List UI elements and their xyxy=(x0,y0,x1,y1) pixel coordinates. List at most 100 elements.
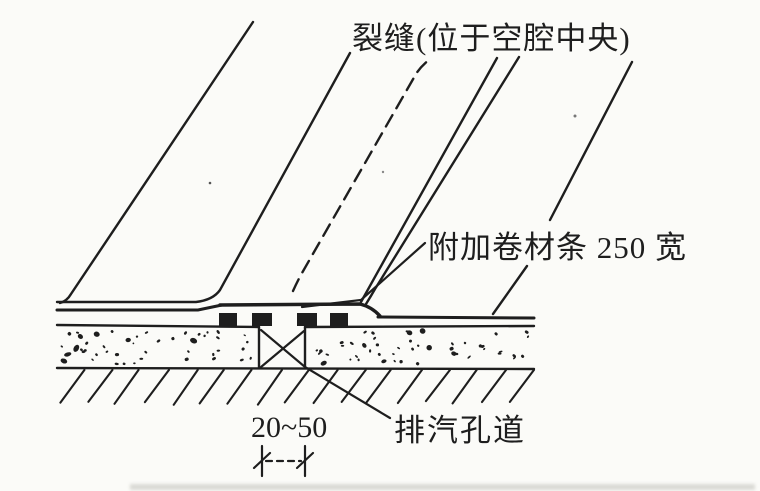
hatch-line xyxy=(256,368,283,406)
vent-leader-line xyxy=(259,328,392,420)
stipple-dot xyxy=(60,345,64,348)
stipple-dot xyxy=(114,352,120,357)
hatch-line xyxy=(113,368,140,405)
hatch-line xyxy=(59,368,86,404)
stipple-dot xyxy=(449,346,454,351)
stipple-dot xyxy=(67,332,72,336)
stipple-dot xyxy=(105,350,109,353)
stipple-dot xyxy=(397,346,401,350)
stipple-dot xyxy=(377,352,381,356)
stipple-dot xyxy=(77,334,83,339)
stipple-dot xyxy=(241,347,245,351)
bond-block xyxy=(297,313,317,326)
stipple-dot xyxy=(125,337,131,343)
scan-artifacts xyxy=(130,114,755,490)
stipple-dot xyxy=(139,357,144,360)
stipple-dot xyxy=(212,352,215,357)
sheet-line-right-lower xyxy=(491,264,529,316)
stipple-dot xyxy=(467,355,471,359)
hatch-line xyxy=(451,368,478,405)
stipple-dot xyxy=(375,343,380,347)
bond-block xyxy=(219,313,237,326)
stipple-dot xyxy=(371,331,375,335)
sheet-line-right-upper xyxy=(548,60,634,222)
hatch-line xyxy=(480,368,508,404)
dimension-slash-left xyxy=(252,451,272,470)
stipple-dot xyxy=(133,362,136,365)
stipple-dot xyxy=(212,357,216,361)
hatch-line xyxy=(87,368,114,403)
stipple-dot xyxy=(451,342,454,346)
stipple-dot xyxy=(144,350,148,354)
stipple-dot xyxy=(362,342,367,348)
stipple-dot xyxy=(187,350,190,353)
stipple-dot xyxy=(315,349,319,352)
hatch-line xyxy=(312,368,339,405)
base-membrane-left xyxy=(55,303,224,312)
stipple-dot xyxy=(497,352,502,355)
strip-leader-line xyxy=(300,241,427,309)
hatch-line xyxy=(396,368,423,405)
stipple-dot xyxy=(524,330,529,334)
raised-strip-line xyxy=(218,302,382,318)
stipple-dot xyxy=(480,344,485,348)
bond-block xyxy=(330,313,348,326)
hatch-line xyxy=(172,368,199,406)
stipple-dot xyxy=(415,362,420,366)
hatch-line xyxy=(198,368,225,405)
stipple-dot xyxy=(135,335,139,338)
stipple-dot xyxy=(156,339,161,343)
stipple-dot xyxy=(349,358,352,361)
vent-channel-cross-and-leader xyxy=(259,328,392,420)
stipple-dot xyxy=(216,330,220,334)
stipple-dot xyxy=(132,342,135,345)
stipple-dot xyxy=(416,344,420,347)
stipple-dot xyxy=(206,331,209,334)
stipple-dot xyxy=(102,345,106,349)
stipple-dot xyxy=(483,347,486,351)
stipple-dot xyxy=(122,362,126,366)
bond-block xyxy=(252,313,272,326)
stipple-dot xyxy=(363,330,367,334)
stipple-dot xyxy=(203,334,206,338)
strip-label: 附加卷材条 250 宽 xyxy=(428,230,687,265)
stipple-dot xyxy=(419,328,426,334)
stipple-dot xyxy=(95,353,98,357)
strip-bond-blocks xyxy=(219,313,348,326)
membrane-and-slab-lines xyxy=(55,302,536,371)
stipple-dot xyxy=(246,340,249,344)
stipple-dot xyxy=(184,357,189,362)
stipple-dot xyxy=(243,334,246,337)
scan-speck xyxy=(381,170,385,174)
hatch-line xyxy=(283,368,310,404)
stipple-dot xyxy=(357,358,360,362)
vent-label: 排汽孔道 xyxy=(394,413,526,448)
strip-edge-line-b xyxy=(364,55,521,306)
stipple-dot xyxy=(110,330,114,333)
concrete-stipple-texture xyxy=(60,328,530,366)
membrane-right xyxy=(376,315,536,320)
stipple-dot xyxy=(355,355,358,358)
stipple-dot xyxy=(393,359,396,363)
slab-top-left xyxy=(55,323,261,329)
dimension-slash-right xyxy=(295,451,315,470)
stipple-dot xyxy=(114,362,119,366)
stipple-dot xyxy=(411,347,414,351)
sheet-line-mid-with-flat xyxy=(55,51,352,304)
stipple-dot xyxy=(249,356,252,360)
crack-dashed-line xyxy=(291,57,432,293)
stipple-dot xyxy=(216,349,221,352)
stipple-dot xyxy=(197,332,201,336)
stipple-dot xyxy=(409,339,412,343)
structure-hatching xyxy=(59,368,535,406)
stipple-dot xyxy=(521,354,525,358)
vent-cross-line xyxy=(259,329,306,369)
hatch-line xyxy=(143,368,170,404)
stipple-dot xyxy=(64,352,72,357)
stipple-dot xyxy=(369,349,372,353)
dimension-label: 20~50 xyxy=(251,411,327,444)
hatch-line xyxy=(424,368,451,403)
scan-edge-shadow xyxy=(130,484,755,490)
hatch-line xyxy=(340,368,367,403)
